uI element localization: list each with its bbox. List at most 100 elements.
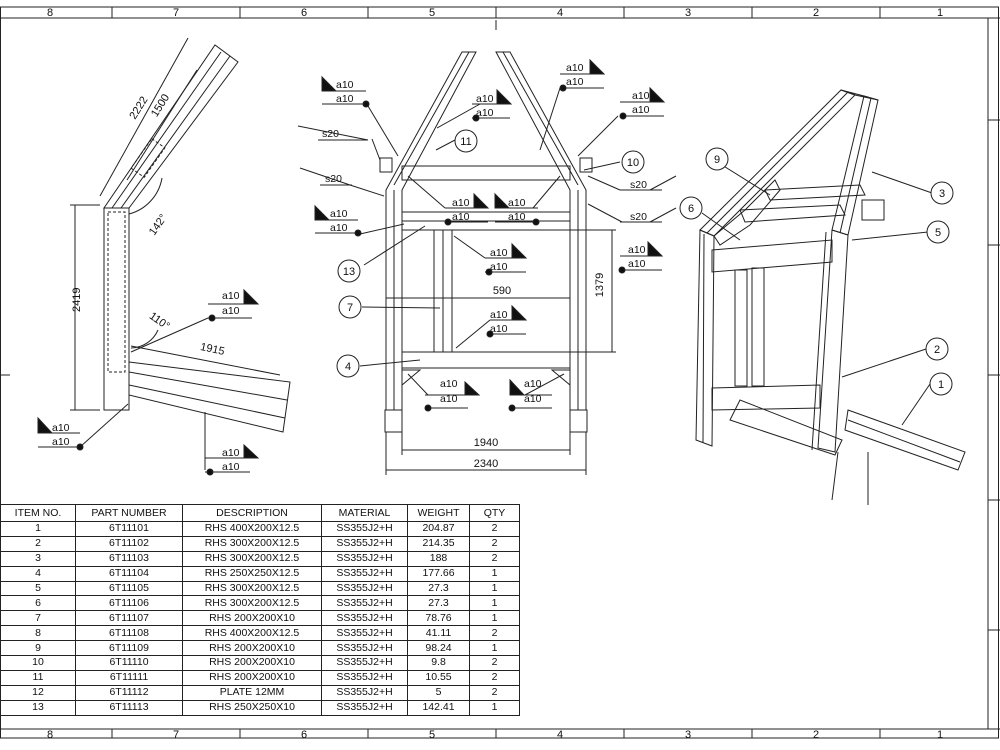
svg-text:a10: a10 [490, 261, 508, 273]
table-cell: 6T11112 [75, 684, 183, 701]
table-cell: 2 [469, 669, 520, 686]
table-cell: RHS 250X250X12.5 [182, 565, 322, 582]
zone-label: 1 [937, 729, 943, 741]
table-cell: RHS 400X200X12.5 [182, 625, 322, 642]
svg-text:2: 2 [934, 344, 940, 356]
balloon-1 [929, 372, 953, 396]
angle-142: 142° [147, 212, 170, 238]
table-cell: 6T11103 [75, 550, 183, 567]
svg-text:s20: s20 [630, 179, 647, 191]
front-view-dims: 590 1379 1940 2340 [474, 273, 606, 470]
zone-labels-top: 8 7 6 5 4 3 2 1 [47, 7, 943, 19]
balloon-labels: 11 10 13 7 4 9 6 3 5 2 1 [343, 136, 945, 391]
weld-symbols [37, 58, 677, 476]
table-cell: RHS 250X250X10 [182, 699, 322, 716]
svg-text:13: 13 [343, 266, 355, 278]
table-cell: 41.11 [407, 625, 470, 642]
table-cell: SS355J2+H [321, 610, 408, 627]
table-cell: 4 [0, 565, 76, 582]
weld-symbol [619, 86, 666, 120]
bill-of-materials-table: ITEM NO. PART NUMBER DESCRIPTION MATERIA… [0, 504, 520, 716]
weld-symbol [620, 175, 677, 191]
svg-text:a10: a10 [336, 93, 354, 105]
svg-text:a10: a10 [628, 258, 646, 270]
table-cell: 1 [469, 699, 520, 716]
table-cell: 1 [469, 565, 520, 582]
table-cell: PLATE 12MM [182, 684, 322, 701]
table-cell: 98.24 [407, 640, 470, 657]
svg-text:a10: a10 [222, 447, 240, 459]
table-cell: 5 [0, 580, 76, 597]
iso-view [695, 89, 966, 505]
weld-symbol [618, 240, 664, 274]
side-view-dims: 2222 1500 2419 1915 142° 110° [71, 92, 226, 358]
bom-header: PART NUMBER [75, 504, 183, 522]
bom-header: ITEM NO. [0, 504, 76, 522]
svg-text:a10: a10 [524, 393, 542, 405]
zone-label: 4 [557, 729, 563, 741]
zone-label: 3 [685, 729, 691, 741]
table-cell: 2 [469, 655, 520, 671]
zone-label: 5 [429, 7, 435, 19]
table-cell: 6T11108 [75, 625, 183, 642]
table-cell: 6T11102 [75, 535, 183, 552]
table-cell: 2 [469, 684, 520, 701]
table-cell: 142.41 [407, 699, 470, 716]
angle-110: 110° [147, 310, 172, 332]
table-cell: 6T11109 [75, 640, 183, 657]
svg-text:1: 1 [938, 379, 944, 391]
weld-symbol [472, 88, 513, 122]
table-cell: SS355J2+H [321, 595, 408, 612]
table-cell: 3 [0, 550, 76, 567]
table-cell: 9.8 [407, 655, 470, 671]
table-cell: RHS 300X200X12.5 [182, 580, 322, 597]
table-cell: 9 [0, 640, 76, 657]
svg-text:a10: a10 [490, 247, 508, 259]
balloon-3 [930, 181, 954, 205]
table-cell: 2 [0, 535, 76, 552]
table-cell: 5 [407, 684, 470, 701]
table-cell: 12 [0, 684, 76, 701]
balloon-11 [454, 129, 478, 153]
svg-text:a10: a10 [330, 208, 348, 220]
svg-text:10: 10 [627, 157, 639, 169]
table-cell: 1 [469, 610, 520, 627]
zone-label: 7 [173, 7, 179, 19]
svg-text:a10: a10 [476, 107, 494, 119]
zone-label: 2 [813, 729, 819, 741]
dim-2419: 2419 [71, 288, 83, 312]
table-cell: 6T11110 [75, 655, 183, 671]
weld-symbol [205, 443, 260, 476]
table-cell: 1 [469, 580, 520, 597]
table-cell: SS355J2+H [321, 640, 408, 657]
bom-header-row: ITEM NO. PART NUMBER DESCRIPTION MATERIA… [0, 504, 520, 522]
svg-text:a10: a10 [52, 422, 70, 434]
table-cell: SS355J2+H [321, 684, 408, 701]
svg-text:a10: a10 [566, 76, 584, 88]
svg-text:a10: a10 [52, 436, 70, 448]
table-cell: 1 [469, 595, 520, 612]
zone-label: 3 [685, 7, 691, 19]
balloons [336, 129, 954, 396]
table-cell: 10.55 [407, 669, 470, 686]
dim-2340: 2340 [474, 458, 498, 470]
zone-label: 2 [813, 7, 819, 19]
weld-symbol [37, 416, 84, 451]
table-cell: RHS 200X200X10 [182, 610, 322, 627]
table-cell: SS355J2+H [321, 655, 408, 671]
table-cell: 6 [0, 595, 76, 612]
table-cell: 27.3 [407, 580, 470, 597]
zone-label: 4 [557, 7, 563, 19]
table-cell: RHS 300X200X12.5 [182, 595, 322, 612]
table-cell: 2 [469, 550, 520, 567]
table-cell: SS355J2+H [321, 550, 408, 567]
weld-symbol [299, 167, 352, 186]
table-cell: 177.66 [407, 565, 470, 582]
weld-symbol [559, 58, 606, 92]
table-cell: 6T11104 [75, 565, 183, 582]
table-cell: SS355J2+H [321, 699, 408, 716]
